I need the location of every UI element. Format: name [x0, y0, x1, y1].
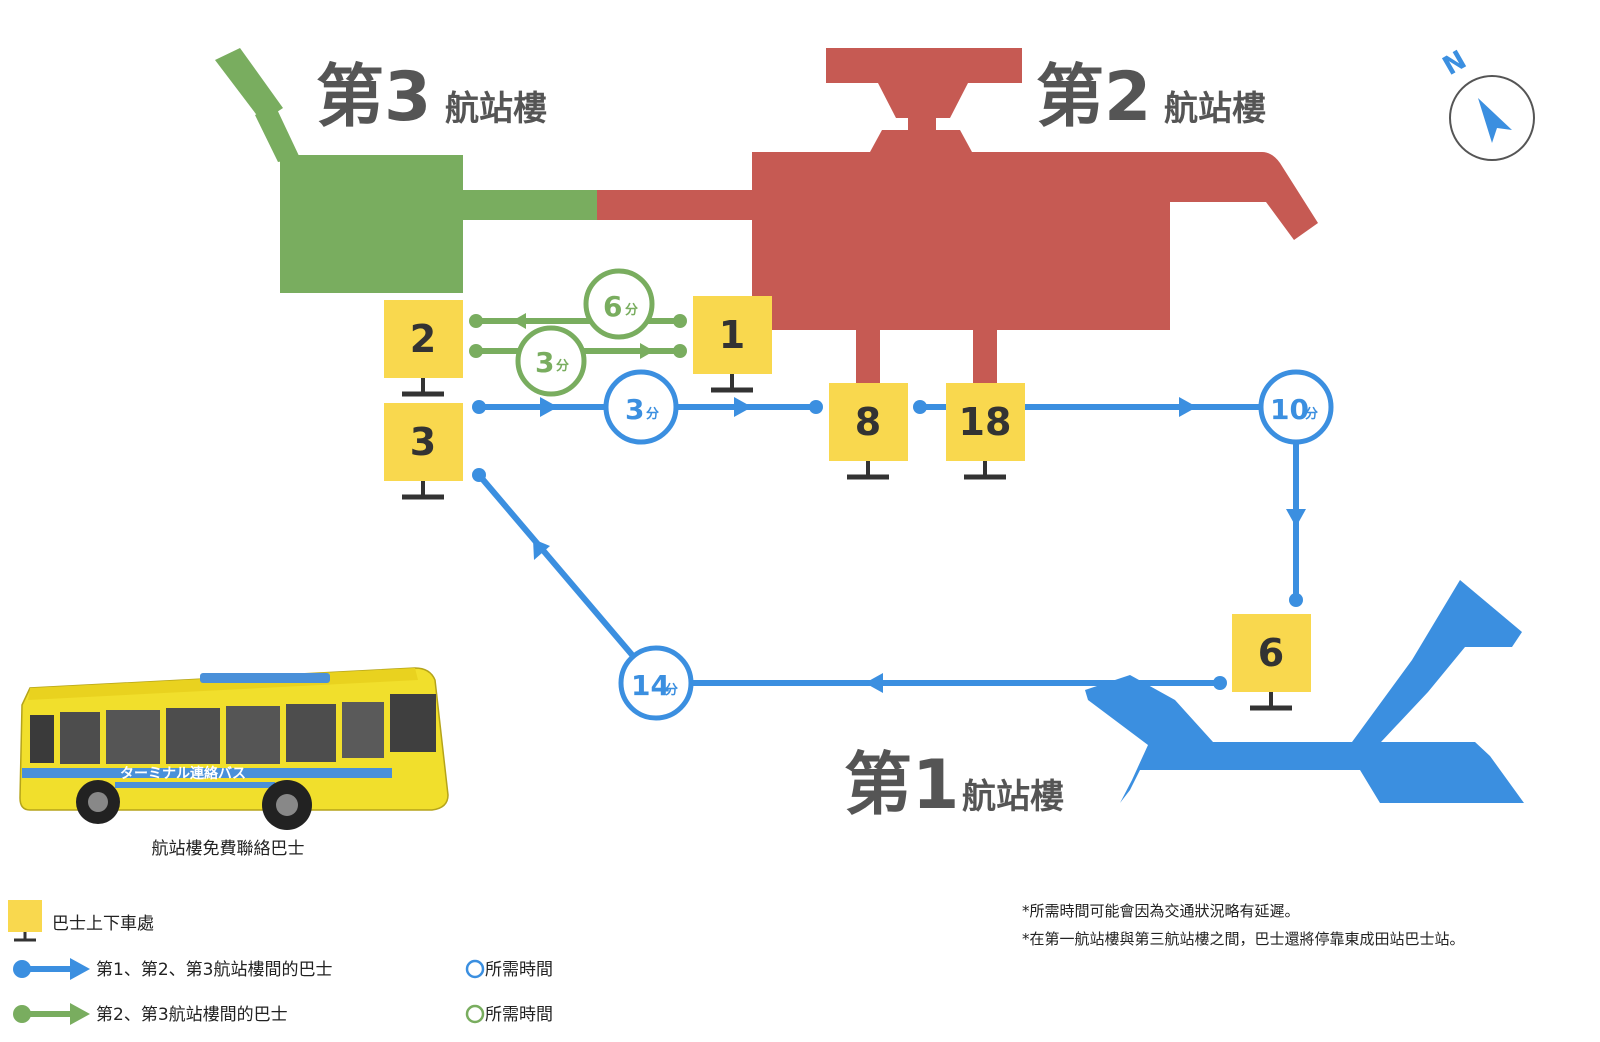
svg-text:第1: 第1 [844, 746, 959, 825]
svg-text:航站樓: 航站樓 [962, 777, 1064, 817]
svg-text:航站樓: 航站樓 [445, 89, 547, 129]
compass-icon: N [1438, 45, 1535, 161]
svg-text:6: 6 [603, 290, 622, 323]
green-route-t2-to-t3 [469, 313, 687, 329]
svg-text:3: 3 [625, 393, 644, 426]
legend-blue-bus: 第1、第2、第3航站樓間的巴士 [13, 958, 332, 980]
legend-blue-time: 所需時間 [465, 959, 553, 980]
svg-text:所需時間: 所需時間 [485, 1005, 553, 1025]
svg-text:3: 3 [410, 420, 436, 464]
svg-text:14: 14 [631, 669, 670, 702]
svg-text:第1、第2、第3航站樓間的巴士: 第1、第2、第3航站樓間的巴士 [96, 960, 332, 980]
svg-text:8: 8 [855, 400, 881, 444]
bus-stop-6: 6 [1232, 614, 1311, 711]
svg-text:分: 分 [625, 302, 638, 318]
bus-stop-2: 2 [384, 300, 463, 397]
bus-stop-3: 3 [384, 403, 463, 500]
terminal-2-building [597, 48, 1318, 383]
svg-text:航站樓: 航站樓 [1164, 89, 1266, 129]
bus-stop-8: 8 [829, 383, 908, 480]
svg-text:分: 分 [1305, 406, 1318, 422]
note-delay: *所需時間可能會因為交通狀況略有延遲。 [1022, 902, 1300, 920]
svg-text:18: 18 [959, 400, 1012, 444]
bus-stop-18: 18 [946, 383, 1025, 480]
svg-text:N: N [1438, 45, 1472, 82]
svg-text:所需時間: 所需時間 [485, 960, 553, 980]
green-time-bubble-6: 6 分 [583, 268, 655, 340]
blue-time-bubble-14: 14 分 [618, 645, 694, 721]
svg-text:第2、第3航站樓間的巴士: 第2、第3航站樓間的巴士 [96, 1005, 288, 1025]
legend-stop: 巴士上下車處 [8, 900, 154, 942]
svg-text:巴士上下車處: 巴士上下車處 [52, 914, 154, 934]
svg-text:ターミナル連絡バス: ターミナル連絡バス [120, 765, 246, 782]
note-higashi-narita: *在第一航站樓與第三航站樓之間，巴士還將停靠東成田站巴士站。 [1022, 930, 1465, 948]
terminal-2-title: 第2 航站樓 [1036, 58, 1266, 137]
shuttle-bus-icon: ターミナル連絡バス [19, 667, 449, 830]
legend-green-time: 所需時間 [465, 1004, 553, 1025]
blue-time-bubble-3: 3 分 [603, 369, 679, 445]
svg-text:10: 10 [1270, 393, 1309, 426]
legend-green-bus: 第2、第3航站樓間的巴士 [13, 1003, 288, 1025]
svg-text:分: 分 [646, 406, 659, 422]
svg-text:第3: 第3 [316, 58, 431, 137]
svg-text:3: 3 [535, 346, 554, 379]
terminal-1-title: 第1 航站樓 [844, 746, 1064, 825]
svg-text:1: 1 [719, 313, 745, 357]
svg-text:分: 分 [665, 682, 678, 698]
terminal-3-building [215, 48, 598, 293]
bus-stop-1: 1 [693, 296, 772, 393]
blue-time-bubble-10: 10 分 [1258, 369, 1334, 445]
green-time-bubble-3: 3 分 [515, 325, 587, 397]
legend: 巴士上下車處 第1、第2、第3航站樓間的巴士 第2、第3航站樓間的巴士 所需時間… [8, 900, 553, 1025]
svg-text:第2: 第2 [1036, 58, 1151, 137]
terminal-3-title: 第3 航站樓 [316, 58, 547, 137]
terminal-1-building [1085, 580, 1524, 803]
svg-text:6: 6 [1258, 631, 1284, 675]
svg-text:2: 2 [410, 317, 436, 361]
svg-text:分: 分 [556, 358, 569, 374]
notes: *所需時間可能會因為交通狀況略有延遲。 *在第一航站樓與第三航站樓之間，巴士還將… [1022, 902, 1465, 948]
bus-photo-caption: 航站樓免費聯絡巴士 [152, 839, 305, 859]
